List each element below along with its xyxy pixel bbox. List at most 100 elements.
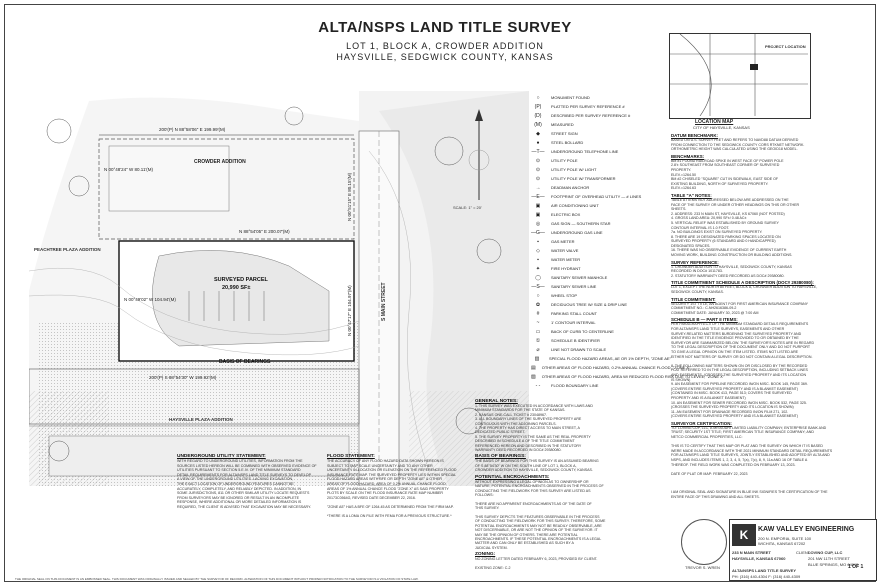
legend-item: —G—UNDERGROUND GAS LINE: [531, 228, 671, 237]
general-notes-line: REFERENCED HEREON AND DESCRIBED IN THE S…: [475, 443, 582, 448]
legend-symbol: ○: [536, 292, 540, 299]
title-commitment-line: COMMITMENT NO.: C-NH2616386-09-2: [671, 306, 737, 311]
drawing-type: ALTA/NSPS LAND TITLE SURVEY: [732, 568, 797, 573]
legend-item: ●STEEL BOLLARD: [531, 138, 671, 147]
legend-item: ✿ DECIDUOUS TREE W/ SIZE & DRIP LINE: [531, 300, 671, 309]
legend-item: ⊙ UTILITY POLE W/ LIGHT: [531, 165, 671, 174]
schedule-b-items-heading: SCHEDULE B — PART II ITEMS:: [671, 317, 738, 323]
schedule-b-items-line: 11. AN EASEMENT FOR DRAINAGE RECORDED IN…: [671, 409, 789, 414]
benchmarks-line: ELEV.=1264.63: [671, 186, 696, 191]
legend-item: #PARKING STALL COUNT: [531, 309, 671, 318]
surveyor-certification-line: TRUST; SECURITY 1ST TITLE; FIRST AMERICA…: [671, 430, 814, 435]
underground-utility-line: ACCURATELY, COMPLETELY, AND RELIABLY DEP…: [177, 486, 302, 491]
legend-item: - - FLOOD BOUNDARY LINE: [531, 381, 671, 390]
legend-label: SANITARY SEWER LINE: [551, 284, 597, 289]
title-commitment-line: SECURITY 1ST TITLE, AN AGENT FOR FIRST A…: [671, 301, 808, 306]
legend-symbol: ●: [536, 139, 540, 146]
location-map-subcaption: CITY OF HAYSVILLE, KANSAS: [693, 125, 750, 130]
legend-item: ▧OTHER AREAS OF FLOOD HAZARD, AREA W/ RE…: [531, 372, 724, 381]
legend-symbol: →: [535, 184, 541, 191]
legend-symbol: ○: [536, 94, 540, 101]
legend-label: SCHEDULE B IDENTIFIER: [551, 338, 600, 343]
basis-of-bearings-line: OF S 88°54'30" W ON THE SOUTH LINE OF LO…: [475, 463, 577, 468]
schedule-b-items-line: AND EASEMENTS. (CROSSES THE SURVEYED PRO…: [671, 372, 807, 377]
survey-subtitle-location: HAYSVILLE, SEDGWICK COUNTY, KANSAS: [336, 52, 554, 62]
flood-statement-line: THE ACCURACY OF ANY FLOOD HAZARD DATA SH…: [327, 459, 444, 463]
surveyor-certification-line: WERE MADE IN ACCORDANCE WITH THE 2021 MI…: [671, 448, 833, 453]
schedule-b-items-line: 8. THE FOLLOWING MATTERS SHOWN ON OR DIS…: [671, 363, 808, 368]
flood-statement: FLOOD STATEMENT:THE ACCURACY OF ANY FLOO…: [327, 451, 477, 519]
dim-mid: N 88°54'05" E 200.07'(M): [239, 229, 290, 234]
legend-label: AIR CONDITIONING UNIT: [551, 203, 599, 208]
legend-symbol: —E—: [531, 193, 545, 200]
underground-utility-line: DETAIL REQUIREMENTS FOR ALTA/NSPS LAND T…: [177, 472, 311, 477]
basis-of-bearings-heading: BASIS OF BEARINGS:: [475, 454, 526, 460]
schedule-b-items-line: IS SHOWN): [671, 377, 691, 382]
legend-item: ○MONUMENT FOUND: [531, 93, 671, 102]
survey-reference-heading: SURVEY REFERENCE:: [671, 259, 719, 265]
legend-item: ◯SANITARY SEWER MANHOLE: [531, 273, 671, 282]
legend-item: —S—SANITARY SEWER LINE: [531, 282, 671, 291]
underground-utility-line: REQUIRED, THE CLIENT IS ADVISED THAT EXC…: [177, 504, 311, 509]
survey-reference-line: 2. STATUTORY WARRANTY DEED RECORDED AS D…: [671, 273, 785, 278]
legend-symbol: ▤: [531, 364, 536, 371]
datum-benchmark-line: BASED ON U.S. SURVEY FEET AND REFERS TO …: [671, 138, 799, 142]
surveyor-certification-line: FOR ALTA/NSPS LAND TITLE SURVEYS, JOINTL…: [671, 453, 830, 458]
general-notes-line: 5. THE SURVEY PROPERTY IS THE SAME AS TH…: [475, 434, 591, 439]
legend-item: →DEADMAN ANCHOR: [531, 183, 671, 192]
benchmarks-line: EXISTING BUILDING, NORTH OF SURVEYED PRO…: [671, 181, 769, 186]
general-notes-line: 1. THIS SURVEY WAS EXECUTED IN ACCORDANC…: [475, 404, 593, 408]
legend-label: FLOOD BOUNDARY LINE: [551, 383, 599, 388]
legend-symbol: ▣: [535, 202, 541, 209]
potential-encroachments-heading: POTENTIAL ENCROACHMENTS:: [475, 474, 550, 480]
client-city: BLUE SPRINGS, MO 64015: [808, 562, 859, 567]
legend-symbol: —T—: [531, 148, 545, 155]
schedule-b-items-line: PER PARAGRAPH 6.C.ii OF THE MINIMUM STAN…: [671, 322, 809, 327]
legend-label: WATER METER: [551, 257, 581, 262]
legend-item: —T—UNDERGROUND TELEPHONE LINE: [531, 147, 671, 156]
benchmarks-heading: BENCHMARKS:: [671, 153, 705, 159]
surveyor-name: TREVOR S. WREN: [685, 565, 720, 570]
potential-encroachments-line: NATURE, POTENTIAL ENCROACHMENTS OBSERVED…: [475, 484, 604, 489]
legend-symbol: (D): [534, 112, 542, 119]
flood-statement-line: AREAS OF 1% ANNUAL CHANCE FLOOD "ZONE X"…: [327, 486, 449, 491]
general-notes-line: 3. ALL BOUNDARY LINES OF THE SURVEYED PR…: [475, 417, 582, 422]
table-a-notes-line: 2. ADDRESS: 233 N MAIN ST, HAYSVILLE, KS…: [671, 211, 785, 216]
dim-east-top: N 00°51'15" E 80.15'(M): [347, 172, 352, 221]
legend-item: ~1' CONTOUR INTERVAL: [531, 318, 671, 327]
legend-item: ⊙UTILITY POLE: [531, 156, 671, 165]
legend-item: ○WHEEL STOP: [531, 291, 671, 300]
legend: ○MONUMENT FOUND(P)PLATTED PER SURVEY REF…: [531, 93, 724, 390]
potential-encroachments-line: THIS SURVEY DEPICTS THE FEATURES OBSERVA…: [475, 514, 600, 519]
company-name: KAW VALLEY ENGINEERING: [758, 526, 855, 533]
dim-west-top: N 00°48'24" W 80.11'(M): [104, 167, 154, 172]
legend-symbol: - -: [535, 382, 541, 389]
legend-label: ELECTRIC BOX: [551, 212, 581, 217]
legend-label: UNDERGROUND GAS LINE: [551, 230, 603, 235]
title-block: K KAW VALLEY ENGINEERING 200 N. EMPORIA,…: [729, 519, 877, 581]
legend-symbol: (P): [534, 103, 542, 110]
underground-utility-heading: UNDERGROUND UTILITY STATEMENT:: [177, 454, 266, 459]
surveyor-certification-line: NSPS, AND INCLUDES ITEMS 1, 2, 3, 4, 5, …: [671, 458, 808, 463]
general-notes-line: DESCRIBED IN SCHEDULE A OF THE TITLE COM…: [475, 439, 575, 444]
legend-item: ⌀LINE NOT DRAWN TO SCALE: [531, 345, 671, 354]
legend-label: GAS METER: [551, 239, 575, 244]
table-a-notes-heading: TABLE "A" NOTES:: [671, 192, 712, 198]
legend-symbol: ✿: [535, 301, 541, 308]
sheet-number: 1 OF 1: [848, 564, 864, 570]
potential-encroachments-line: POTENTIAL ENCROACHMENTS MAY NOT BE READI…: [475, 523, 602, 528]
legend-label: PARKING STALL COUNT: [551, 311, 597, 316]
surveyor-certification-heading: SURVEYOR CERTIFICATION:: [671, 420, 732, 426]
legend-label: DECIDUOUS TREE W/ SIZE & DRIP LINE: [551, 302, 628, 307]
legend-item: (P)PLATTED PER SURVEY REFERENCE #: [531, 102, 671, 111]
benchmarks-line: BM #1 FOUND RAILROAD SPIKE IN WEST FACE …: [671, 158, 784, 163]
legend-label: UTILITY POLE W/ LIGHT: [551, 167, 597, 172]
client-label: CLIENT:: [796, 550, 811, 555]
underground-utility-line: FROM SURVEYORS MAY BE IGNORED OR RESULT …: [177, 495, 300, 500]
legend-label: 1' CONTOUR INTERVAL: [551, 320, 596, 325]
underground-utility-line: RESPONSE, WHERE ADDITIONAL OR MORE DETAI…: [177, 500, 302, 505]
schedule-b-items-line: 9. AN EASEMENT FOR PIPELINE RECORDED IN/…: [671, 382, 808, 387]
legend-symbol: ⊙: [535, 166, 541, 173]
legend-label: MEASURED: [551, 122, 574, 127]
